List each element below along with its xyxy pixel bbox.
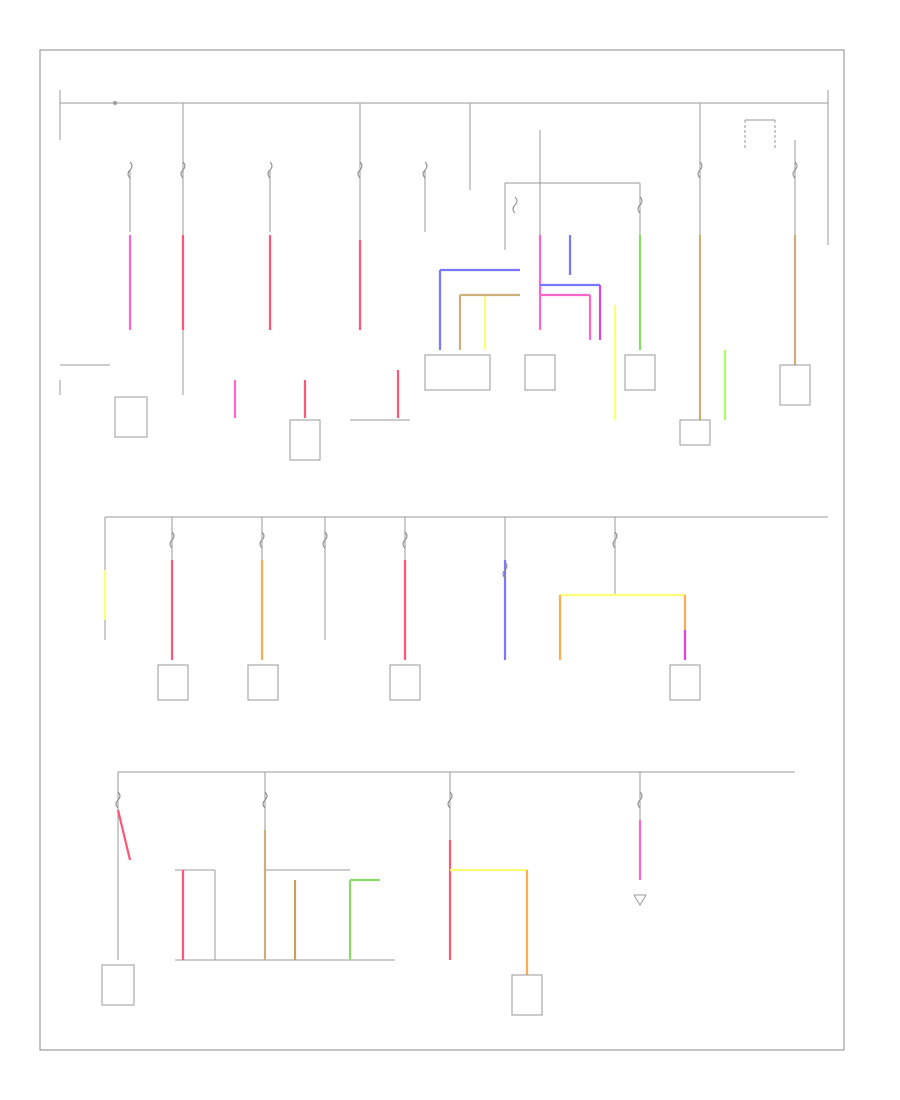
- component-box: [511, 974, 543, 1016]
- top-power-bus: [59, 90, 829, 245]
- component-box: [114, 396, 148, 438]
- component-box: [157, 664, 189, 701]
- top-fuses: [129, 103, 796, 395]
- fuse-icon: [115, 791, 121, 809]
- middle-wires: [103, 517, 687, 660]
- component-box: [669, 664, 701, 701]
- component-box: [389, 664, 421, 701]
- fuse-icon: [502, 561, 508, 579]
- fuse-icon: [127, 161, 133, 179]
- ground-symbol: [633, 894, 647, 906]
- fuse-icon: [697, 161, 703, 179]
- fuse-icon: [637, 196, 643, 214]
- bottom-power-bus: [117, 771, 795, 960]
- component-box: [289, 419, 321, 461]
- fuse-icon: [357, 161, 363, 179]
- fuse-icon: [259, 531, 265, 549]
- fuse-icon: [169, 531, 175, 549]
- fuse-icon: [637, 791, 643, 809]
- component-box: [779, 364, 811, 406]
- component-box: [424, 354, 491, 391]
- fuse-icon: [267, 161, 273, 179]
- middle-components: [157, 664, 701, 701]
- component-box: [247, 664, 279, 701]
- component-box: [679, 419, 711, 446]
- top-colored-wires: [128, 235, 797, 420]
- top-components: [59, 354, 811, 461]
- bottom-components: [101, 894, 647, 1016]
- middle-power-bus: [104, 516, 828, 640]
- fuse-icon: [512, 196, 518, 214]
- fuse-icon: [422, 161, 428, 179]
- component-box: [101, 964, 135, 1006]
- fuse-icon: [792, 161, 798, 179]
- fuse-layer: [115, 161, 798, 809]
- component-box: [624, 354, 656, 391]
- diagram-frame: [39, 49, 845, 1051]
- fuse-icon: [180, 161, 186, 179]
- bottom-wires: [116, 772, 642, 975]
- fuse-icon: [262, 791, 268, 809]
- fuse-icon: [402, 531, 408, 549]
- fuse-icon: [322, 531, 328, 549]
- fuse-icon: [612, 531, 618, 549]
- component-box: [524, 354, 556, 391]
- fuse-icon: [447, 791, 453, 809]
